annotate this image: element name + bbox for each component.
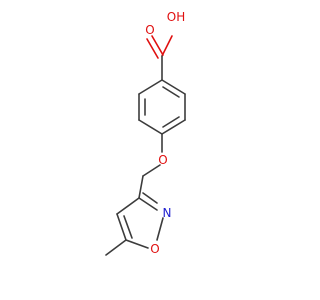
bond-c5-methyl <box>105 239 127 256</box>
bond-c-o-double-b <box>146 38 159 59</box>
bond-ring-inner-2 <box>162 116 180 128</box>
bond-c-oh <box>161 35 173 57</box>
bond-c3-n <box>138 197 158 211</box>
bond-ring-1 <box>161 79 186 95</box>
ether-oxygen-label: O <box>158 153 167 167</box>
bond-ring-6 <box>138 79 163 95</box>
atom-labels: O OH O N O <box>145 10 185 256</box>
structure-canvas: O OH O N O <box>105 10 186 256</box>
bond-c5-c4-double <box>123 215 133 239</box>
bond-o-c5 <box>125 239 149 249</box>
bonds <box>105 35 186 256</box>
bond-ring-inner-1 <box>162 86 180 98</box>
bond-ch2-ring <box>138 175 144 199</box>
bond-o-ch2 <box>142 164 161 177</box>
molecule-drawing: O OH O N O <box>105 10 186 256</box>
carbonyl-oxygen-label: O <box>145 23 154 37</box>
bond-c5-c4 <box>116 213 127 241</box>
bond-c4-c3 <box>116 197 140 215</box>
isoxazole-oxygen-label: O <box>150 242 159 256</box>
isoxazole-nitrogen-label: N <box>163 206 172 220</box>
bond-ring-4 <box>138 119 163 135</box>
bond-c3-n-double <box>142 192 158 204</box>
bond-c-o-double-a <box>151 35 164 56</box>
bond-n-o <box>156 217 164 241</box>
hydroxyl-label: OH <box>167 10 185 24</box>
bond-ring-3 <box>161 119 186 135</box>
